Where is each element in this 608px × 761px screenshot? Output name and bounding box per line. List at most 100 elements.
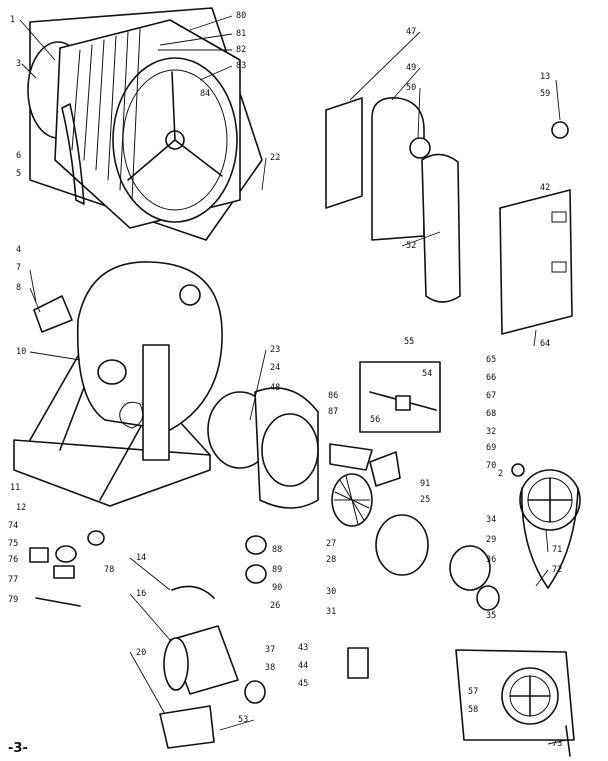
switch-75 [29,547,49,563]
drum-spoke [174,139,223,177]
drum-spoke [171,71,176,141]
callout-35: 35 [486,611,496,621]
callout-32: 32 [486,427,496,437]
callout-34: 34 [486,515,496,525]
callout-31: 31 [326,607,336,617]
motor-clip-14 [171,585,215,599]
callout-50: 50 [406,83,416,93]
callout-71: 71 [552,545,562,555]
lint-screen-47 [325,97,363,209]
drum-bearing-7 [33,295,73,333]
callout-1: 1 [10,15,15,25]
callout-89: 89 [272,565,282,575]
callout-43: 43 [298,643,308,653]
base-frame [13,439,211,507]
callout-70: 70 [486,461,496,471]
callout-6: 6 [16,151,21,161]
panel-louver [551,211,567,223]
idler-housing-87 [369,451,401,487]
callout-69: 69 [486,443,496,453]
bearing-50 [409,137,431,159]
belt-52 [421,153,461,303]
callout-12: 12 [16,503,26,513]
callout-8: 8 [16,283,21,293]
drum-assembly [27,7,263,241]
callout-36: 36 [486,555,496,565]
callout-66: 66 [486,373,496,383]
idler-arm-86 [329,443,373,471]
callout-74: 74 [8,521,18,531]
drum-ribs [71,28,141,201]
bulkhead-vent [119,401,144,429]
callout-13: 13 [540,72,550,82]
callout-47: 47 [406,27,416,37]
callout-26: 26 [270,601,280,611]
clamp-88 [245,535,267,555]
callout-4: 4 [16,245,21,255]
rear-panel-64 [499,189,573,335]
harness-79 [35,597,81,607]
motor-pulley-37 [244,680,266,704]
callout-56: 56 [370,415,380,425]
leader-lines [19,15,567,745]
callout-65: 65 [486,355,496,365]
callout-72: 72 [552,565,562,575]
blower-fan-29 [449,545,491,591]
callout-22: 22 [270,153,280,163]
callout-54: 54 [422,369,432,379]
idler-group-outline [359,361,441,433]
bulkhead-opening [97,359,127,385]
callout-90: 90 [272,583,282,593]
callout-88: 88 [272,545,282,555]
callouts: 1 2 3 4 5 6 7 8 10 11 12 13 14 16 20 22 … [8,11,562,749]
callout-23: 23 [270,345,280,355]
callout-7: 7 [16,263,21,273]
callout-3: 3 [16,59,21,69]
callout-45: 45 [298,679,308,689]
door-switch-44 [347,647,369,679]
callout-82: 82 [236,45,246,55]
callout-84: 84 [200,89,210,99]
callout-83: 83 [236,61,246,71]
callout-77: 77 [8,575,18,585]
heater-duct [142,344,170,461]
washer-69 [511,463,525,477]
small-parts-left [29,530,105,607]
callout-11: 11 [10,483,20,493]
callout-78: 78 [104,565,114,575]
callout-57: 57 [468,687,478,697]
callout-37: 37 [265,645,275,655]
rear-bulkhead-and-base [13,261,223,507]
callout-44: 44 [298,661,308,671]
motor-mount-13 [551,121,569,139]
callout-25: 25 [420,495,430,505]
idler-spring-73 [565,725,571,757]
idler-pulley-assembly [347,647,575,757]
callout-75: 75 [8,539,18,549]
callout-80: 80 [236,11,246,21]
fan-collar-35 [476,585,500,611]
page-number: -3- [8,741,28,756]
motor-end-bell [163,637,189,691]
duct-cover-49 [371,97,425,241]
callout-52: 52 [406,241,416,251]
switch-76 [53,565,75,579]
callout-2: 2 [498,469,503,479]
blower-cover-28 [375,514,429,576]
callout-64: 64 [540,339,550,349]
panel-louver [551,261,567,273]
motor-mount-20 [159,705,215,749]
blower-wheel-vanes [333,475,371,525]
callout-27: 27 [326,539,336,549]
callout-73: 73 [552,739,562,749]
thermostat-12 [87,530,105,546]
bulkhead-bearing-hole [179,284,201,306]
callout-20: 20 [136,648,146,658]
callout-5: 5 [16,169,21,179]
callout-81: 81 [236,29,246,39]
callout-58: 58 [468,705,478,715]
idler-bracket-56 [395,395,411,411]
callout-38: 38 [265,663,275,673]
callout-42: 42 [540,183,550,193]
